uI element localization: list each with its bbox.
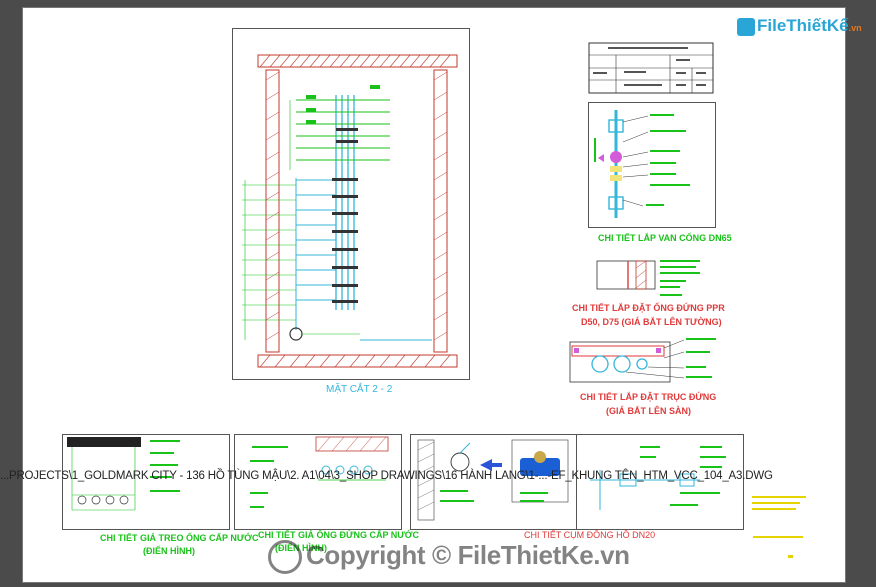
hanger-detail-title-1: CHI TIẾT GIÁ TREO ỐNG CẤP NƯỚC [100, 533, 259, 543]
riser-pipe-title-2: D50, D75 (GIÁ BẮT LÊN TƯỜNG) [581, 317, 722, 327]
riser-floor-title-2: (GIÁ BẮT LÊN SÀN) [606, 406, 691, 416]
file-path-overlay: ...PROJECTS\1_GOLDMARK CITY - 136 HỒ TÙN… [0, 470, 773, 482]
support-detail-title-1: CHI TIẾT GIÁ ỐNG ĐỨNG CẤP NƯỚC [258, 530, 419, 540]
meter-detail-title: CHI TIẾT CỤM ĐỒNG HỒ DN20 [524, 530, 656, 540]
hanger-detail-frame [62, 434, 230, 530]
section-2-2-title: MẶT CẮT 2 - 2 [326, 384, 393, 395]
support-detail-title-2: (ĐIỂN HÌNH) [275, 543, 327, 553]
watermark-logo-icon [268, 540, 302, 575]
logo: FileThiếtKế.vn [737, 16, 862, 36]
valve-detail-title: CHI TIẾT LẮP VAN CỔNG DN65 [598, 233, 732, 243]
watermark-text: Copyright © FileThietKe.vn [306, 540, 630, 570]
riser-pipe-drawing [596, 260, 700, 296]
logo-suffix: .vn [848, 23, 862, 33]
logo-brand: FileThiếtKế [757, 16, 849, 35]
riser-floor-title-1: CHI TIẾT LẮP ĐẶT TRỤC ĐỨNG [580, 392, 717, 402]
watermark: Copyright © FileThietKe.vn [268, 540, 630, 575]
valve-detail-drawing [594, 110, 690, 218]
hanger-detail-title-2: (ĐIỂN HÌNH) [143, 546, 195, 556]
pipe-schedule-table [588, 42, 714, 94]
riser-pipe-title-1: CHI TIẾT LẮP ĐẶT ỐNG ĐỨNG PPR [572, 303, 725, 313]
riser-floor-drawing [569, 338, 716, 383]
logo-icon [737, 17, 755, 36]
meter-detail-frame [410, 434, 578, 530]
section-2-2-frame [232, 28, 470, 380]
yellow-bar [753, 536, 803, 538]
meter-detail-frame-2 [576, 434, 744, 530]
yellow-marker [788, 555, 793, 558]
support-detail-frame [234, 434, 402, 530]
